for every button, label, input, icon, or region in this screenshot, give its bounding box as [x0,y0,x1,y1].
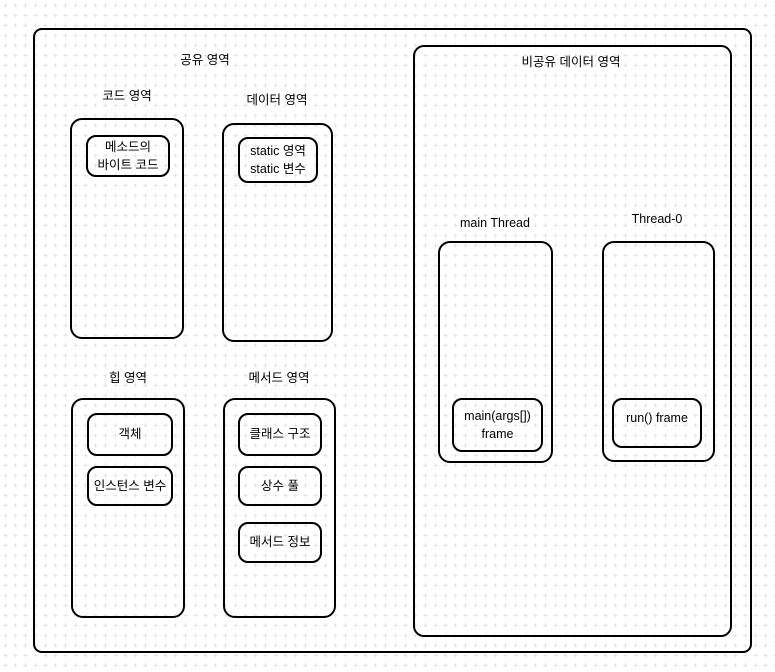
code-area-label: 코드 영역 [102,89,152,103]
data-area-item-text: static 영역 static 변수 [250,143,306,176]
heap-area-label: 힙 영역 [109,371,147,385]
unshared-region-box [413,45,732,637]
method-area-item-method-info: 메서드 정보 [238,522,322,563]
main-thread-frame-box: main(args[]) frame [452,398,543,452]
thread0-box [602,241,715,462]
thread0-label: Thread-0 [631,212,683,226]
method-area-item-constant-pool: 상수 풀 [238,466,322,506]
shared-region-title: 공유 영역 [180,53,230,67]
thread0-frame-box: run() frame [612,398,702,448]
jvm-outer-box [33,28,752,653]
data-area-label: 데이터 영역 [246,93,308,107]
code-area-box [70,118,184,339]
heap-area-item-instance-vars: 인스턴스 변수 [87,466,173,506]
code-area-item-bytecode: 메소드의 바이트 코드 [86,135,170,177]
heap-area-box [71,398,185,618]
method-area-item-class-structure: 클래스 구조 [238,413,322,456]
unshared-region-title: 비공유 데이터 영역 [521,55,621,69]
code-area-item-text: 메소드의 바이트 코드 [97,139,159,172]
method-area-label: 메서드 영역 [248,371,310,385]
data-area-item-static: static 영역 static 변수 [238,137,318,183]
heap-area-item-object: 객체 [87,413,173,456]
main-thread-box [438,241,553,463]
method-area-box [223,398,336,618]
main-thread-label: main Thread [460,216,530,230]
main-thread-frame-text: main(args[]) frame [464,408,531,441]
data-area-box [222,123,333,342]
